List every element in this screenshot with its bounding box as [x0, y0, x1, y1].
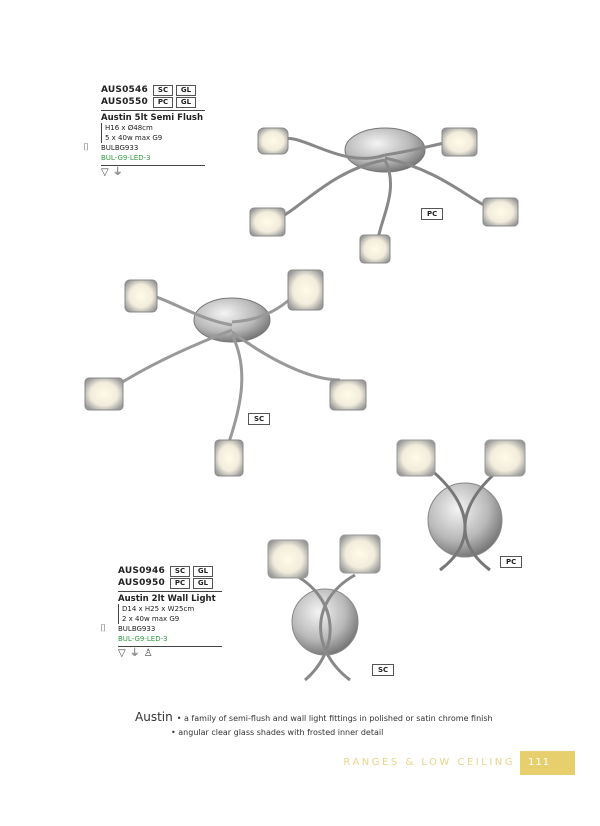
- divider: [101, 110, 205, 111]
- product-code-row: AUS0946 SC GL: [118, 565, 222, 577]
- product-code-row: AUS0546 SC GL: [101, 84, 205, 96]
- finish-label-sc: SC: [248, 413, 271, 425]
- lamp-spec: 5 x 40w max G9: [105, 134, 163, 142]
- glass-tag: GL: [176, 96, 196, 108]
- wall-light-sc-photo: [267, 534, 381, 682]
- led-code: BUL-G9-LED-3: [101, 154, 151, 162]
- finish-tag: PC: [170, 577, 190, 589]
- divider: [101, 165, 205, 166]
- switch-icon: ♙: [143, 648, 157, 659]
- product-code: AUS0546: [101, 85, 148, 95]
- description-bullet: • a family of semi-flush and wall light …: [176, 714, 493, 723]
- semi-flush-sc-photo: [84, 269, 367, 477]
- earth-icon: ⏚: [129, 648, 144, 659]
- semi-flush-pc-photo: [249, 127, 519, 264]
- f-mark-icon: ▽: [118, 648, 130, 659]
- led-code: BUL-G9-LED-3: [118, 635, 168, 643]
- dimensions: D14 x H25 x W25cm: [122, 605, 195, 613]
- finish-tag: PC: [153, 96, 173, 108]
- glass-tag: GL: [193, 565, 213, 577]
- page-number: 111: [520, 751, 575, 775]
- product-code: AUS0946: [118, 566, 165, 576]
- product-code-row: AUS0950 PC GL: [118, 577, 222, 589]
- bulb-icon: ⌷: [100, 623, 106, 634]
- wall-light-pc-photo: [396, 439, 526, 572]
- dimensions: H16 x Ø48cm: [105, 124, 153, 132]
- range-description: Austin• a family of semi-flush and wall …: [135, 710, 493, 737]
- description-bullet: • angular clear glass shades with froste…: [171, 728, 384, 737]
- product-code: AUS0550: [101, 97, 148, 107]
- product-title: Austin 2lt Wall Light: [118, 594, 216, 604]
- spec-lines: H16 x Ø48cm 5 x 40w max G9: [101, 123, 205, 143]
- f-mark-icon: ▽: [101, 167, 113, 178]
- product-code: AUS0950: [118, 578, 165, 588]
- product-code-row: AUS0550 PC GL: [101, 96, 205, 108]
- product-title: Austin 5lt Semi Flush: [101, 113, 204, 123]
- finish-tag: SC: [153, 84, 173, 96]
- earth-icon: ⏚: [112, 167, 127, 178]
- lamp-spec: 2 x 40w max G9: [122, 615, 180, 623]
- spec-lines: D14 x H25 x W25cm 2 x 40w max G9: [118, 604, 222, 624]
- bulb-code: BULBG933: [101, 144, 139, 152]
- finish-tag: SC: [170, 565, 190, 577]
- glass-tag: GL: [176, 84, 196, 96]
- divider: [118, 646, 222, 647]
- bulb-code: BULBG933: [118, 625, 156, 633]
- finish-label-sc: SC: [372, 664, 395, 676]
- finish-label-pc: PC: [421, 208, 444, 220]
- product-spec-wall-light: AUS0946 SC GL AUS0950 PC GL Austin 2lt W…: [100, 565, 222, 659]
- section-title: RANGES & LOW CEILING: [343, 757, 515, 768]
- bulb-icon: ⌷: [83, 142, 89, 153]
- divider: [118, 591, 222, 592]
- glass-tag: GL: [193, 577, 213, 589]
- product-spec-semi-flush: AUS0546 SC GL AUS0550 PC GL Austin 5lt S…: [83, 84, 205, 178]
- range-name: Austin: [135, 710, 173, 724]
- finish-label-pc: PC: [500, 556, 523, 568]
